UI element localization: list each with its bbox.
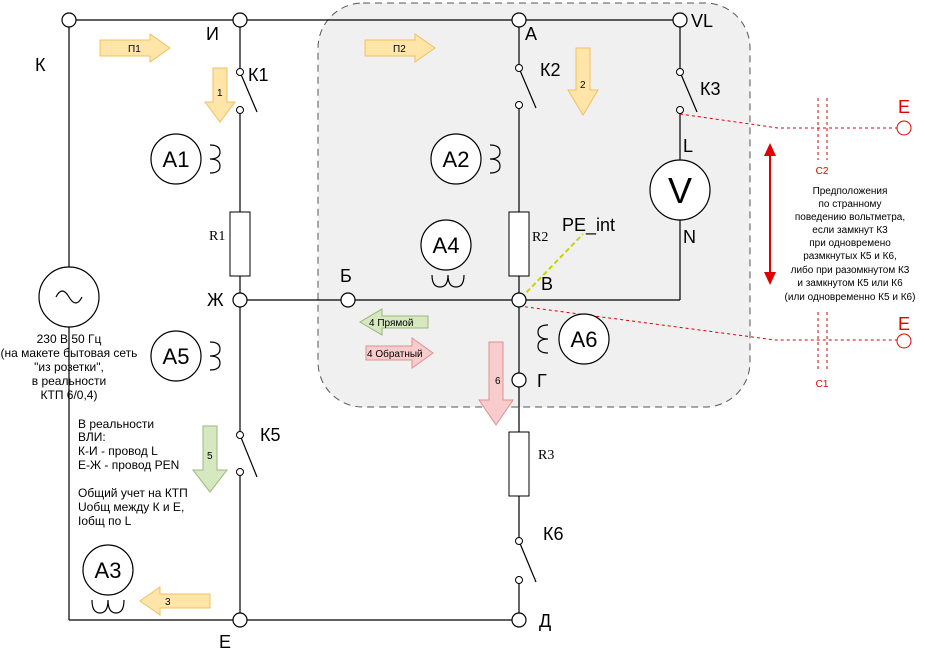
switch-k3-label: К3 — [700, 79, 721, 99]
node-a: А — [525, 24, 537, 44]
ammeter-circles — [82, 133, 610, 596]
terminal-e-top-label: Е — [898, 97, 910, 117]
arrow-6 — [478, 341, 514, 426]
svg-text:230 В 50 Гц: 230 В 50 Гц — [37, 332, 102, 346]
ammeter-a4-label: A4 — [433, 233, 460, 258]
node-g: Г — [537, 371, 547, 391]
arrow-3 — [139, 586, 211, 616]
svg-text:(на макете бытовая сеть: (на макете бытовая сеть — [1, 346, 138, 360]
svg-text:ВЛИ:: ВЛИ: — [78, 430, 106, 444]
arrow-5-label: 5 — [207, 451, 213, 462]
red-double-arrow — [764, 143, 776, 285]
svg-text:Общий учет на КТП: Общий учет на КТП — [78, 486, 188, 500]
svg-text:К-И - провод L: К-И - провод L — [78, 444, 158, 458]
arrow-2-label: 2 — [580, 80, 586, 91]
voltmeter — [649, 159, 711, 221]
svg-text:КТП 6/0,4): КТП 6/0,4) — [41, 388, 98, 402]
resistor-r2 — [508, 211, 530, 277]
node-zh: Ж — [207, 290, 224, 310]
arrow-reverse — [365, 337, 434, 369]
ammeter-a1-label: A1 — [163, 147, 190, 172]
resistor-r1 — [229, 211, 251, 277]
arrow-1-label: 1 — [217, 88, 223, 99]
svg-text:Предположения: Предположения — [813, 186, 888, 197]
node-i: И — [206, 24, 219, 44]
capacitor-c2-label: C2 — [816, 166, 829, 177]
red-dashed-lines — [518, 98, 897, 372]
terminal-e-top — [896, 120, 912, 136]
svg-text:либо при разомкнутом К3: либо при разомкнутом К3 — [791, 264, 910, 276]
switch-k5-label: К5 — [260, 425, 281, 445]
switch-contacts — [236, 64, 684, 584]
svg-text:поведению вольтметра,: поведению вольтметра, — [795, 212, 905, 223]
arrow-reverse-label: 4 Обратный — [367, 348, 423, 360]
resistor-r3 — [508, 431, 530, 497]
voltmeter-l: L — [683, 136, 693, 156]
svg-text:по странному: по странному — [818, 199, 881, 210]
svg-text:Е-Ж - провод PEN: Е-Ж - провод PEN — [78, 458, 179, 472]
node-d: Д — [539, 611, 551, 631]
arrow-5 — [191, 425, 229, 493]
terminal-e-bottom-label: Е — [898, 314, 910, 334]
arrow-p2-label: П2 — [393, 44, 406, 55]
assumption-note: Предположения по странному поведению вол… — [785, 186, 916, 303]
terminals — [61, 12, 688, 628]
node-e: Е — [219, 632, 231, 652]
svg-text:если замкнут К3: если замкнут К3 — [812, 225, 888, 236]
switch-k2-label: К2 — [540, 60, 561, 80]
resistor-r3-label: R3 — [538, 448, 554, 463]
arrow-1 — [204, 67, 236, 123]
svg-text:Uобщ между К и Е,: Uобщ между К и Е, — [78, 500, 184, 514]
clamp-hooks — [91, 144, 549, 614]
svg-text:"из розетки",: "из розетки", — [34, 360, 104, 374]
node-vl: VL — [691, 11, 713, 31]
node-k: К — [35, 55, 46, 75]
svg-text:в реальности: в реальности — [32, 374, 106, 388]
source-note: 230 В 50 Гц (на макете бытовая сеть "из … — [1, 332, 138, 402]
node-b: Б — [340, 266, 352, 286]
reality-note: В реальности ВЛИ: К-И - провод L Е-Ж - п… — [78, 417, 188, 528]
voltmeter-n: N — [683, 227, 696, 247]
svg-text:(или одновременно К5 и К6): (или одновременно К5 и К6) — [785, 292, 916, 303]
ammeter-a2-label: A2 — [443, 147, 470, 172]
ac-source — [38, 266, 100, 328]
arrow-2 — [567, 47, 599, 116]
grouped-region — [317, 2, 751, 408]
svg-text:В реальности: В реальности — [78, 417, 154, 431]
svg-text:при одновремено: при одновремено — [809, 238, 891, 249]
ammeter-a3-label: A3 — [95, 558, 122, 583]
arrow-p1-label: П1 — [128, 44, 141, 55]
capacitor-c1-label: C1 — [816, 379, 829, 390]
voltmeter-label: V — [668, 170, 692, 211]
arrow-p1 — [99, 33, 171, 63]
pe-int-line — [520, 233, 584, 299]
ammeter-a6-label: A6 — [571, 327, 598, 352]
svg-text:Iобщ по L: Iобщ по L — [78, 514, 132, 528]
arrow-3-label: 3 — [165, 597, 171, 608]
switch-k1-label: К1 — [248, 65, 269, 85]
arrow-direct — [359, 308, 429, 336]
switch-k6-label: К6 — [543, 524, 564, 544]
flow-arrows — [99, 33, 599, 616]
node-v: В — [541, 274, 553, 294]
svg-text:и замкнутом К5 или К6: и замкнутом К5 или К6 — [797, 278, 903, 289]
arrow-direct-label: 4 Прямой — [369, 318, 413, 329]
resistor-r2-label: R2 — [532, 230, 548, 245]
pe-int-label: PE_int — [562, 215, 615, 236]
ammeter-a5-label: A5 — [163, 344, 190, 369]
arrow-6-label: 6 — [495, 376, 501, 387]
arrow-p2 — [364, 33, 436, 63]
svg-text:размкнутых К5 и К6,: размкнутых К5 и К6, — [803, 251, 897, 262]
resistor-r1-label: R1 — [209, 229, 225, 244]
terminal-e-bottom — [896, 333, 912, 349]
